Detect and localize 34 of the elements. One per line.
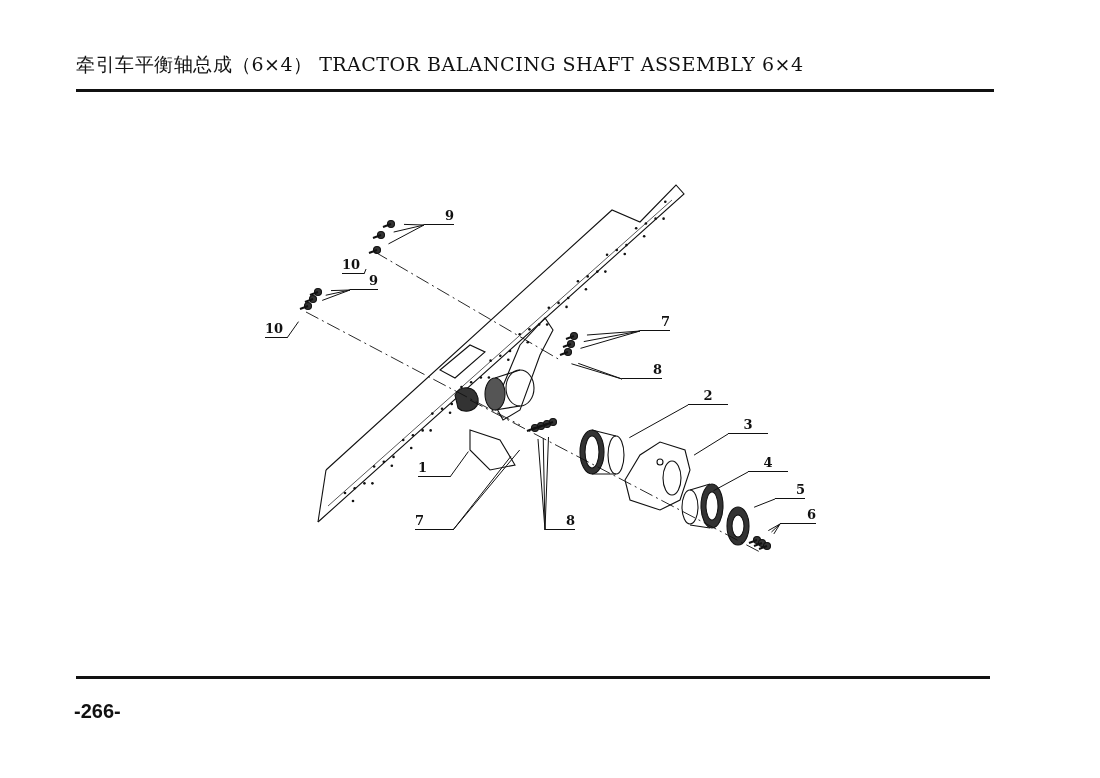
page-title: 牵引车平衡轴总成（6×4） TRACTOR BALANCING SHAFT ASSEMBLY 6×4 — [76, 52, 804, 77]
leader-line — [286, 321, 299, 339]
callout-number: 4 — [748, 455, 788, 472]
leader-line — [628, 404, 689, 439]
callout-number: 7 — [415, 513, 453, 530]
callout-number: 7 — [640, 314, 670, 331]
callout-number: 8 — [545, 513, 575, 530]
callout-number: 1 — [418, 460, 450, 477]
callout-number: 5 — [775, 482, 805, 499]
leader-line — [363, 268, 367, 275]
leader-line — [693, 433, 729, 456]
leader-line — [586, 330, 641, 336]
page-number: -266- — [74, 700, 121, 723]
leader-line — [321, 289, 351, 301]
leader-line — [452, 449, 521, 531]
leader-line — [403, 223, 425, 226]
leader-line — [393, 224, 425, 233]
leader-line — [712, 471, 749, 492]
leader-line — [330, 289, 351, 292]
leader-line — [449, 451, 469, 478]
callout-number: 3 — [728, 417, 768, 434]
leader-line — [388, 224, 425, 245]
callout-number: 8 — [622, 362, 662, 379]
leader-line — [577, 362, 623, 380]
callout-number: 10 — [342, 257, 364, 274]
leader-line — [753, 498, 776, 508]
leader-line — [544, 436, 549, 531]
callout-number: 6 — [780, 507, 816, 524]
callout-number: 10 — [265, 321, 287, 338]
callout-number: 9 — [424, 208, 454, 225]
callout-number: 2 — [688, 388, 728, 405]
leader-line — [580, 330, 641, 349]
leader-line — [767, 523, 781, 532]
callout-number: 9 — [350, 273, 378, 290]
